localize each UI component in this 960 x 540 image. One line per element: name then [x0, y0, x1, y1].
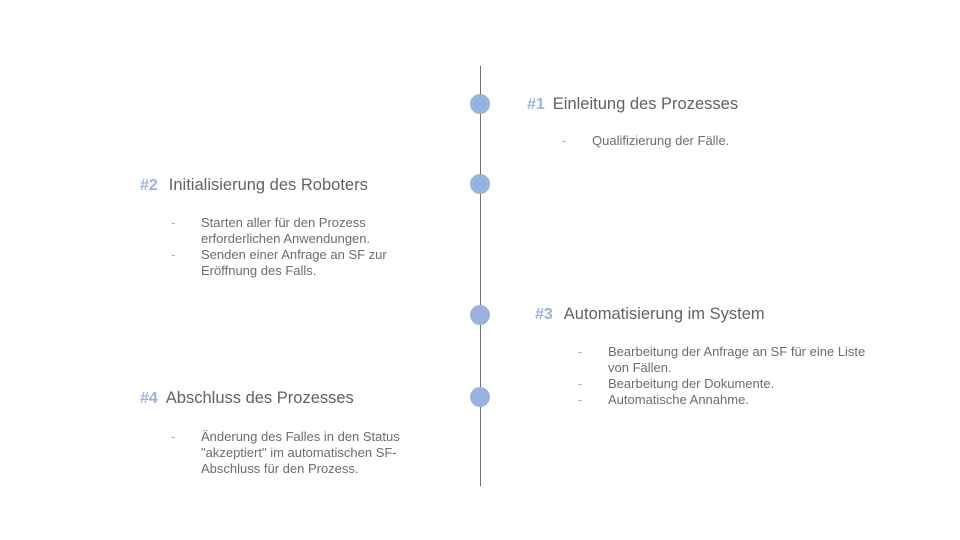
- step-3-number: #3: [535, 306, 553, 323]
- list-item: -Starten aller für den Prozess erforderl…: [171, 215, 371, 246]
- timeline-line: [480, 66, 481, 486]
- step-1-title: Einleitung des Prozesses: [552, 95, 739, 113]
- step-3-bullets: -Bearbeitung der Anfrage an SF für eine …: [578, 344, 878, 408]
- step-4-header: #4 Abschluss des Prozesses: [140, 389, 436, 408]
- step-1-bullets: -Qualifizierung der Fälle.: [562, 133, 812, 149]
- step-4-title: Abschluss des Prozesses: [165, 389, 354, 407]
- list-item: -Änderung des Falles in den Status "akze…: [171, 429, 400, 476]
- list-item: -Automatische Annahme.: [578, 392, 749, 407]
- step-2-header: #2 Initialisierung des Roboters: [140, 176, 416, 195]
- timeline-dot-1: [470, 94, 490, 114]
- step-3-header: #3 Automatisierung im System: [535, 305, 878, 324]
- step-4: #4 Abschluss des Prozesses -Änderung des…: [140, 389, 436, 477]
- step-1: #1 Einleitung des Prozesses -Qualifizier…: [527, 95, 812, 149]
- step-1-header: #1 Einleitung des Prozesses: [527, 95, 812, 114]
- list-item: -Senden einer Anfrage an SF zur Eröffnun…: [171, 247, 387, 278]
- step-3: #3 Automatisierung im System -Bearbeitun…: [535, 305, 878, 408]
- timeline-dot-2: [470, 174, 490, 194]
- step-1-number: #1: [527, 96, 545, 113]
- list-item: -Bearbeitung der Anfrage an SF für eine …: [578, 344, 866, 375]
- timeline-dot-3: [470, 305, 490, 325]
- step-2-title: Initialisierung des Roboters: [168, 176, 368, 194]
- step-2-bullets: -Starten aller für den Prozess erforderl…: [171, 215, 416, 279]
- step-2: #2 Initialisierung des Roboters -Starten…: [140, 176, 416, 279]
- step-2-number: #2: [140, 177, 158, 194]
- list-item: -Bearbeitung der Dokumente.: [578, 376, 775, 391]
- step-4-number: #4: [140, 390, 158, 407]
- list-item: -Qualifizierung der Fälle.: [562, 133, 730, 148]
- timeline-dot-4: [470, 387, 490, 407]
- step-4-bullets: -Änderung des Falles in den Status "akze…: [171, 429, 436, 477]
- step-3-title: Automatisierung im System: [563, 305, 765, 323]
